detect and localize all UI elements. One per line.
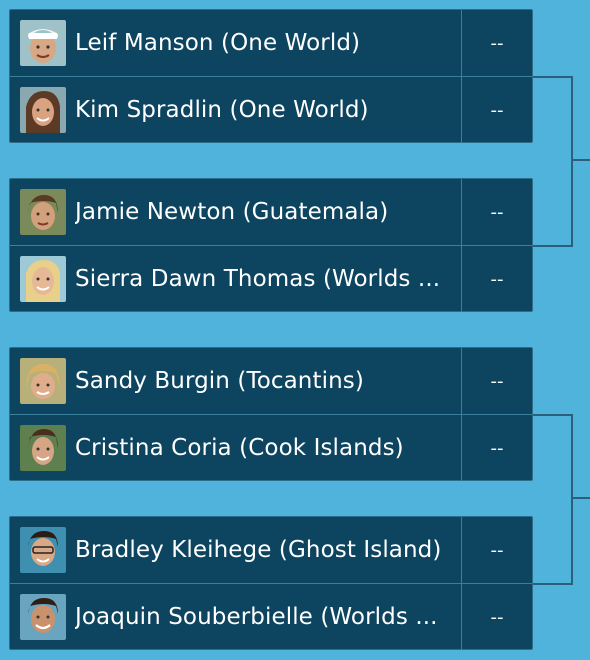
player-score: --	[490, 268, 504, 290]
bracket-connector	[571, 76, 573, 247]
player-avatar	[20, 358, 66, 404]
player-name: Leif Manson (One World)	[75, 30, 361, 56]
divider	[461, 10, 462, 76]
player-row[interactable]: Jamie Newton (Guatemala) --	[10, 179, 532, 246]
player-score: --	[490, 370, 504, 392]
divider	[461, 415, 462, 481]
player-row[interactable]: Kim Spradlin (One World) --	[10, 77, 532, 143]
player-row[interactable]: Leif Manson (One World) --	[10, 10, 532, 77]
player-name: Cristina Coria (Cook Islands)	[75, 435, 404, 461]
player-avatar	[20, 594, 66, 640]
player-row[interactable]: Joaquin Souberbielle (Worlds ... --	[10, 584, 532, 650]
bracket-connector	[533, 583, 572, 585]
bracket-connector	[533, 76, 572, 78]
player-score: --	[490, 539, 504, 561]
bracket-connector	[571, 159, 590, 161]
player-score: --	[490, 32, 504, 54]
player-score: --	[490, 99, 504, 121]
player-score: --	[490, 201, 504, 223]
player-avatar	[20, 256, 66, 302]
player-row[interactable]: Cristina Coria (Cook Islands) --	[10, 415, 532, 481]
bracket-connector	[533, 245, 572, 247]
player-avatar	[20, 189, 66, 235]
player-name: Kim Spradlin (One World)	[75, 97, 369, 123]
player-avatar	[20, 87, 66, 133]
divider	[461, 179, 462, 245]
matchup-3: Sandy Burgin (Tocantins) -- Cristina Cor…	[9, 347, 533, 481]
bracket-connector	[571, 497, 590, 499]
player-name: Sandy Burgin (Tocantins)	[75, 368, 364, 394]
player-avatar	[20, 20, 66, 66]
player-row[interactable]: Bradley Kleihege (Ghost Island) --	[10, 517, 532, 584]
divider	[461, 517, 462, 583]
player-name: Joaquin Souberbielle (Worlds ...	[75, 604, 438, 630]
player-score: --	[490, 437, 504, 459]
player-avatar	[20, 425, 66, 471]
player-score: --	[490, 606, 504, 628]
divider	[461, 348, 462, 414]
player-name: Bradley Kleihege (Ghost Island)	[75, 537, 442, 563]
bracket-connector	[571, 414, 573, 585]
matchup-4: Bradley Kleihege (Ghost Island) -- Joaqu…	[9, 516, 533, 650]
divider	[461, 77, 462, 143]
divider	[461, 246, 462, 312]
player-avatar	[20, 527, 66, 573]
player-name: Jamie Newton (Guatemala)	[75, 199, 389, 225]
matchup-2: Jamie Newton (Guatemala) -- Sierra Dawn …	[9, 178, 533, 312]
matchup-1: Leif Manson (One World) -- Kim Spradlin …	[9, 9, 533, 143]
player-row[interactable]: Sandy Burgin (Tocantins) --	[10, 348, 532, 415]
bracket-connector	[533, 414, 572, 416]
player-name: Sierra Dawn Thomas (Worlds ...	[75, 266, 441, 292]
divider	[461, 584, 462, 650]
player-row[interactable]: Sierra Dawn Thomas (Worlds ... --	[10, 246, 532, 312]
